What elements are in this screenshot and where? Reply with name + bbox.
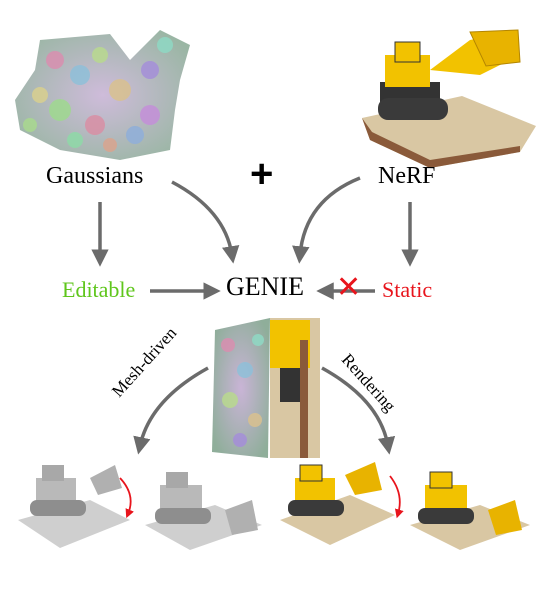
mesh-image-edited (18, 465, 130, 548)
arrow-gaussians-to-genie (171, 180, 240, 264)
edit-arrow-render (389, 475, 404, 519)
plus-sign: + (250, 152, 274, 196)
gaussians-image (15, 30, 190, 160)
cross-icon: ✕ (336, 271, 362, 304)
nerf-image (362, 29, 536, 168)
arrows (91, 176, 419, 455)
arrow-nerf-to-genie (292, 176, 361, 264)
editable-label: Editable (62, 277, 136, 302)
genie-label: GENIE (226, 272, 304, 301)
render-image-original (410, 471, 530, 550)
render-image-edited (280, 462, 395, 545)
edit-arrows (119, 475, 404, 519)
gaussians-label: Gaussians (46, 163, 144, 189)
static-label: Static (382, 277, 433, 302)
arrow-genie-to-render (321, 366, 396, 455)
edit-arrow-mesh (119, 477, 134, 519)
mesh-image-original (145, 472, 262, 550)
nerf-label: NeRF (378, 163, 436, 189)
genie-image (212, 318, 320, 458)
arrow-genie-to-mesh (133, 366, 209, 455)
